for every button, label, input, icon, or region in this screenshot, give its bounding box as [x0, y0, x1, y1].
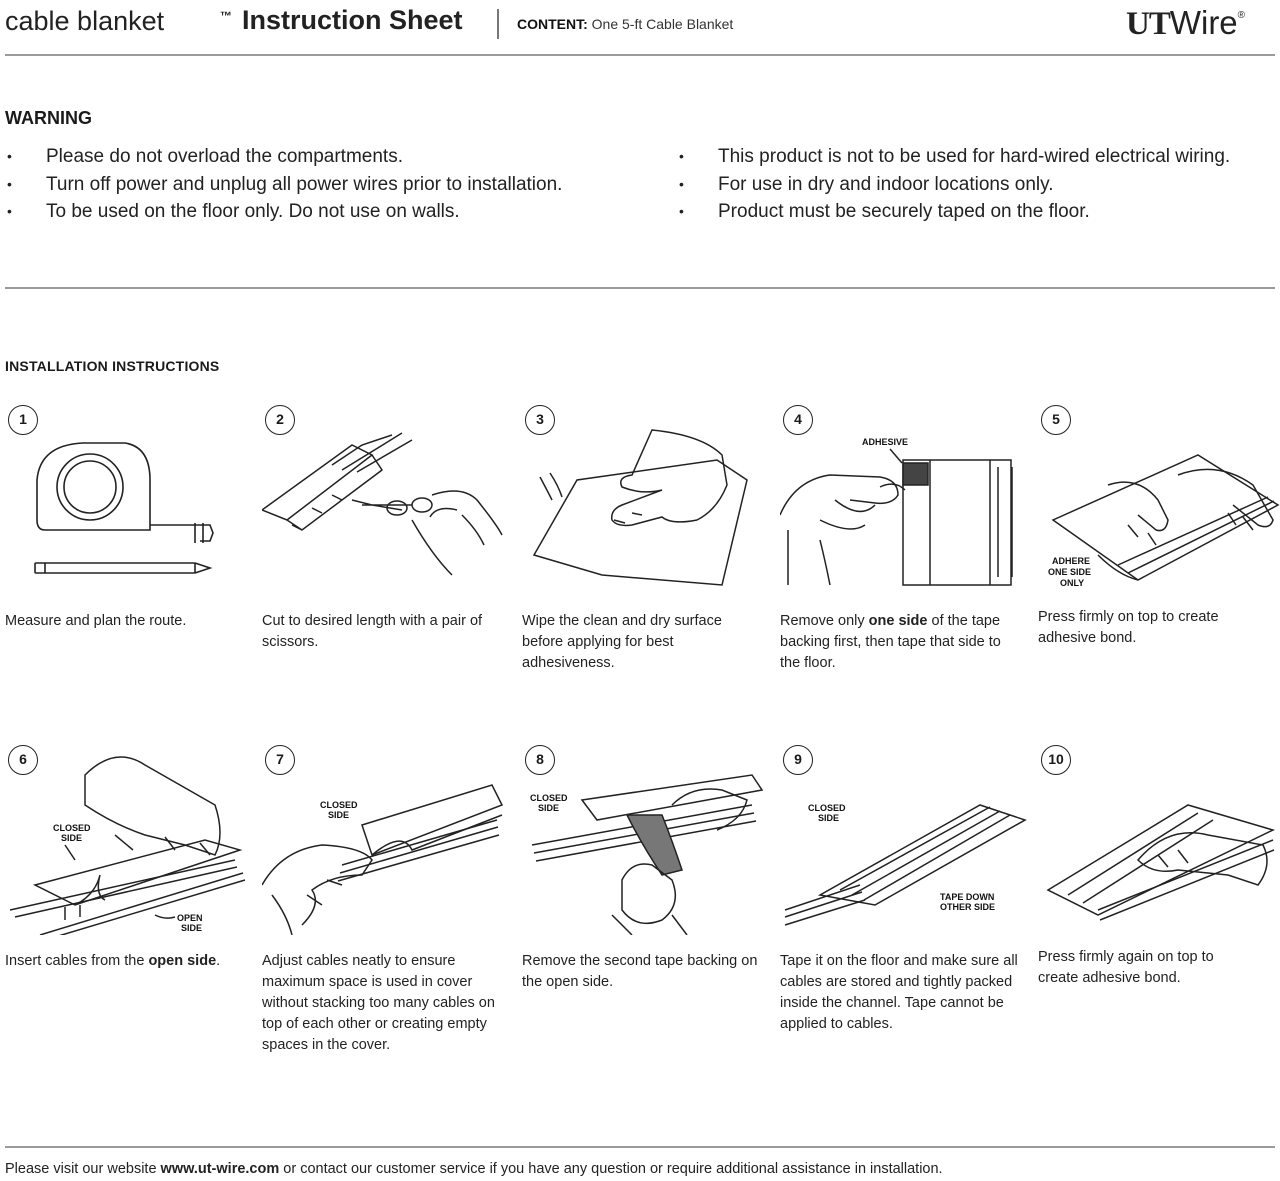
scissors-cutting-illustration — [262, 405, 512, 595]
content-value: One 5-ft Cable Blanket — [591, 16, 734, 32]
step-number: 4 — [783, 405, 813, 435]
logo-wire: Wire — [1169, 4, 1238, 41]
warning-item: Turn off power and unplug all power wire… — [5, 171, 562, 199]
content-line: CONTENT: One 5-ft Cable Blanket — [517, 16, 733, 32]
step-number: 6 — [8, 745, 38, 775]
tape-down-illustration: CLOSED SIDE TAPE DOWN OTHER SIDE — [780, 745, 1030, 935]
warning-title: WARNING — [5, 108, 92, 128]
step-description: Press firmly again on top to create adhe… — [1038, 949, 1214, 986]
step-number: 9 — [783, 745, 813, 775]
footer-rule — [5, 1146, 1275, 1148]
diagram-label: OTHER SIDE — [940, 902, 995, 912]
logo-ut: UT — [1126, 6, 1171, 42]
warning-rule — [5, 287, 1275, 289]
website-link[interactable]: www.ut-wire.com — [160, 1161, 280, 1177]
step-number: 5 — [1041, 405, 1071, 435]
warning-item: To be used on the floor only. Do not use… — [5, 198, 562, 226]
diagram-label: OPEN — [177, 913, 203, 923]
warning-list-left: Please do not overload the compartments.… — [5, 143, 562, 226]
header-rule — [5, 54, 1275, 56]
wipe-surface-illustration — [522, 405, 772, 595]
diagram-label: CLOSED — [53, 823, 91, 833]
step-description: Remove the second tape backing on the op… — [522, 953, 758, 990]
diagram-label: SIDE — [328, 810, 349, 820]
sheet-title: Instruction Sheet — [242, 5, 463, 35]
trademark-mark: ™ — [220, 9, 232, 23]
step-description: Adjust cables neatly to ensure maximum s… — [262, 953, 495, 1053]
diagram-label: CLOSED — [530, 793, 568, 803]
installation-title: INSTALLATION INSTRUCTIONS — [5, 358, 220, 374]
step-description: Wipe the clean and dry surface before ap… — [522, 613, 722, 671]
step-number: 2 — [265, 405, 295, 435]
diagram-label: CLOSED — [808, 803, 846, 813]
header: cable blanket ™ Instruction Sheet CONTEN… — [0, 0, 1280, 56]
warning-item: This product is not to be used for hard-… — [677, 143, 1230, 171]
step-number: 3 — [525, 405, 555, 435]
diagram-label: SIDE — [61, 833, 82, 843]
diagram-label: CLOSED — [320, 800, 358, 810]
footer-note: Please visit our website www.ut-wire.com… — [5, 1161, 943, 1177]
diagram-label: SIDE — [538, 803, 559, 813]
product-name: cable blanket — [5, 6, 165, 36]
diagram-label: SIDE — [818, 813, 839, 823]
press-again-illustration — [1038, 745, 1280, 935]
peel-tape-illustration: ADHESIVE — [780, 405, 1030, 595]
step-description: Insert cables from the open side. — [5, 953, 221, 969]
content-label: CONTENT: — [517, 16, 588, 32]
diagram-label: ADHESIVE — [862, 437, 908, 447]
step-description: Press firmly on top to create adhesive b… — [1038, 609, 1219, 646]
step-description: Remove only one side of the tape backing… — [780, 613, 1001, 671]
warning-list-right: This product is not to be used for hard-… — [677, 143, 1230, 226]
step-description: Tape it on the floor and make sure all c… — [780, 953, 1018, 1032]
diagram-label: ONE SIDE — [1048, 567, 1091, 577]
logo-registered: ® — [1237, 10, 1246, 21]
warning-item: Please do not overload the compartments. — [5, 143, 562, 171]
step-description: Cut to desired length with a pair of sci… — [262, 613, 483, 650]
warning-item: For use in dry and indoor locations only… — [677, 171, 1230, 199]
step-description: Measure and plan the route. — [5, 613, 187, 629]
diagram-label: SIDE — [181, 923, 202, 933]
tape-measure-illustration — [5, 405, 255, 595]
step-number: 7 — [265, 745, 295, 775]
brand-logo: UTWire® — [1126, 4, 1245, 43]
diagram-label: ADHERE — [1052, 556, 1090, 566]
insert-cables-illustration: CLOSED SIDE OPEN SIDE — [5, 745, 255, 935]
remove-second-backing-illustration: CLOSED SIDE — [522, 745, 772, 935]
press-firmly-illustration: ADHERE ONE SIDE ONLY — [1038, 405, 1280, 595]
diagram-label: TAPE DOWN — [940, 892, 994, 902]
step-number: 1 — [8, 405, 38, 435]
diagram-label: ONLY — [1060, 578, 1084, 588]
warning-item: Product must be securely taped on the fl… — [677, 198, 1230, 226]
step-number: 8 — [525, 745, 555, 775]
header-divider — [497, 9, 499, 39]
adjust-cables-illustration: CLOSED SIDE — [262, 745, 512, 935]
step-number: 10 — [1041, 745, 1071, 775]
